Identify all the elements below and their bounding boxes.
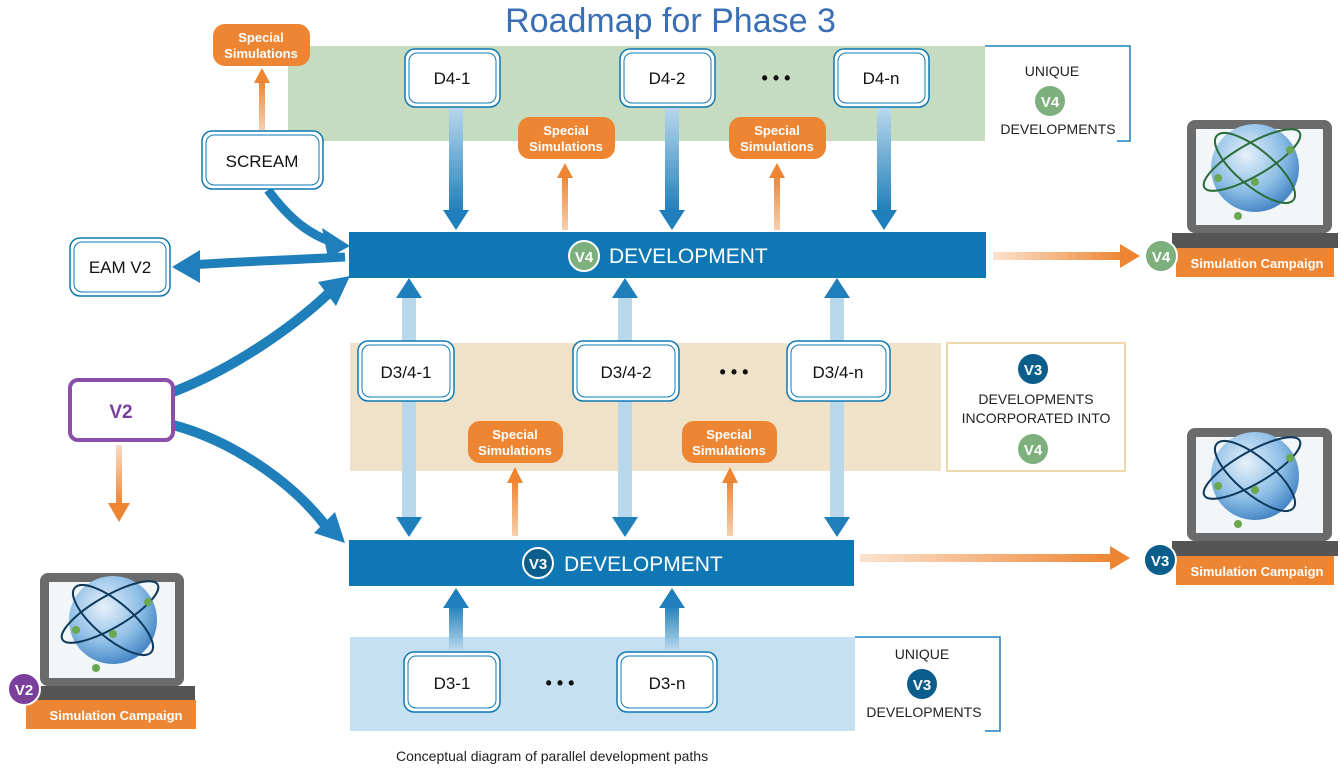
box-eam-v2-label: EAM V2 — [89, 258, 151, 277]
box-scream-label: SCREAM — [226, 152, 299, 171]
v3-incorporated-badge: V3 — [1024, 362, 1042, 379]
v3-campaign-label: V3 Simulation Campaign — [1143, 543, 1324, 579]
d34-ellipsis: • • • — [720, 362, 749, 382]
box-d4-n: D4-n — [833, 48, 930, 108]
special-sim-v4-a-line2: Simulations — [529, 139, 603, 154]
v2-campaign-text: Simulation Campaign — [50, 708, 183, 723]
box-d4-2: D4-2 — [619, 48, 716, 108]
v3-unique-badge: V3 — [913, 677, 931, 694]
v3-incorporated-note: V3 DEVELOPMENTS INCORPORATED INTO V4 — [962, 354, 1111, 464]
box-d3-n: D3-n — [616, 651, 718, 713]
v3-special-arrows — [507, 467, 738, 536]
box-d34-n: D3/4-n — [786, 340, 891, 402]
special-sim-scream-line1: Special — [238, 30, 284, 45]
v3-bar-label: V3 DEVELOPMENT — [522, 547, 723, 579]
v3-bar-text: DEVELOPMENT — [564, 553, 723, 576]
v4-development-bar — [349, 232, 986, 278]
v3-incorporated-line1: DEVELOPMENTS — [978, 391, 1093, 407]
box-d34-n-label: D3/4-n — [812, 363, 863, 382]
v4-campaign-text: Simulation Campaign — [1191, 256, 1324, 271]
v2-campaign-laptop — [25, 573, 196, 729]
special-sim-v3-a: Special Simulations — [468, 421, 563, 463]
v4-unique-badge: V4 — [1041, 94, 1060, 111]
special-sim-v3-a-line2: Simulations — [478, 443, 552, 458]
diagram-title: Roadmap for Phase 3 — [505, 2, 836, 40]
v3-incorporated-line2: INCORPORATED INTO — [962, 410, 1111, 426]
v4-bar-label: V4 DEVELOPMENT — [568, 240, 768, 272]
box-d34-2: D3/4-2 — [572, 340, 680, 402]
v3-unique-bracket — [855, 636, 1001, 732]
v3-development-bar — [349, 540, 854, 586]
v3-campaign-badge: V3 — [1151, 553, 1169, 570]
v3-campaign-laptop — [1172, 428, 1338, 585]
special-sim-v4-b-line2: Simulations — [740, 139, 814, 154]
special-sim-v3-b-line2: Simulations — [692, 443, 766, 458]
box-scream: SCREAM — [201, 130, 324, 190]
d3-ellipsis: • • • — [546, 673, 575, 693]
curved-arrows — [171, 187, 350, 543]
v2-campaign-badge: V2 — [15, 682, 33, 699]
box-d3-n-label: D3-n — [649, 674, 686, 693]
special-sim-scream-line2: Simulations — [224, 46, 298, 61]
box-v2: V2 — [68, 378, 175, 442]
box-v2-label: V2 — [109, 402, 132, 423]
v4-developments-word: DEVELOPMENTS — [1000, 121, 1115, 137]
v4-campaign-label: V4 Simulation Campaign — [1144, 239, 1324, 273]
v3-unique-word: UNIQUE — [895, 646, 949, 662]
box-d34-1-label: D3/4-1 — [380, 363, 431, 382]
v4-unique-bracket — [985, 45, 1131, 142]
box-d4-1-label: D4-1 — [434, 69, 471, 88]
special-sim-v4-b: Special Simulations — [729, 117, 826, 159]
v3-unique-note: UNIQUE V3 DEVELOPMENTS — [866, 646, 981, 720]
v3-bar-badge: V3 — [529, 556, 547, 573]
v2-campaign-label: V2 Simulation Campaign — [7, 672, 183, 723]
v3-campaign-text: Simulation Campaign — [1191, 564, 1324, 579]
v3-developments-word: DEVELOPMENTS — [866, 704, 981, 720]
box-d34-2-label: D3/4-2 — [600, 363, 651, 382]
special-sim-v3-b-line1: Special — [706, 427, 752, 442]
campaign-arrows — [860, 244, 1140, 570]
special-sim-v4-a-line1: Special — [543, 123, 589, 138]
v4-unique-note: UNIQUE V4 DEVELOPMENTS — [1000, 63, 1115, 137]
v4-bar-text: DEVELOPMENT — [609, 245, 768, 268]
box-eam-v2: EAM V2 — [69, 237, 171, 297]
box-d4-1: D4-1 — [404, 48, 501, 108]
v4-special-arrows — [254, 68, 785, 230]
special-sim-scream: Special Simulations — [213, 24, 310, 66]
box-d4-2-label: D4-2 — [649, 69, 686, 88]
box-d3-1: D3-1 — [403, 651, 501, 713]
box-d4-n-label: D4-n — [863, 69, 900, 88]
v4-campaign-badge: V4 — [1152, 249, 1171, 266]
special-sim-v4-b-line1: Special — [754, 123, 800, 138]
d4-ellipsis: • • • — [762, 68, 791, 88]
special-sim-v4-a: Special Simulations — [518, 117, 615, 159]
v4-campaign-laptop — [1172, 120, 1338, 277]
special-sim-v3-a-line1: Special — [492, 427, 538, 442]
v3-incorporated-v4-badge: V4 — [1024, 442, 1043, 459]
diagram-caption: Conceptual diagram of parallel developme… — [396, 748, 709, 764]
v4-unique-word: UNIQUE — [1025, 63, 1079, 79]
d4-to-v4-arrows — [443, 108, 897, 230]
d3-to-v3-arrows — [443, 588, 685, 650]
v4-bar-badge: V4 — [575, 249, 594, 266]
box-d34-1: D3/4-1 — [357, 340, 455, 402]
v2-to-campaign-arrow — [108, 445, 130, 522]
box-d3-1-label: D3-1 — [434, 674, 471, 693]
special-sim-v3-b: Special Simulations — [682, 421, 777, 463]
